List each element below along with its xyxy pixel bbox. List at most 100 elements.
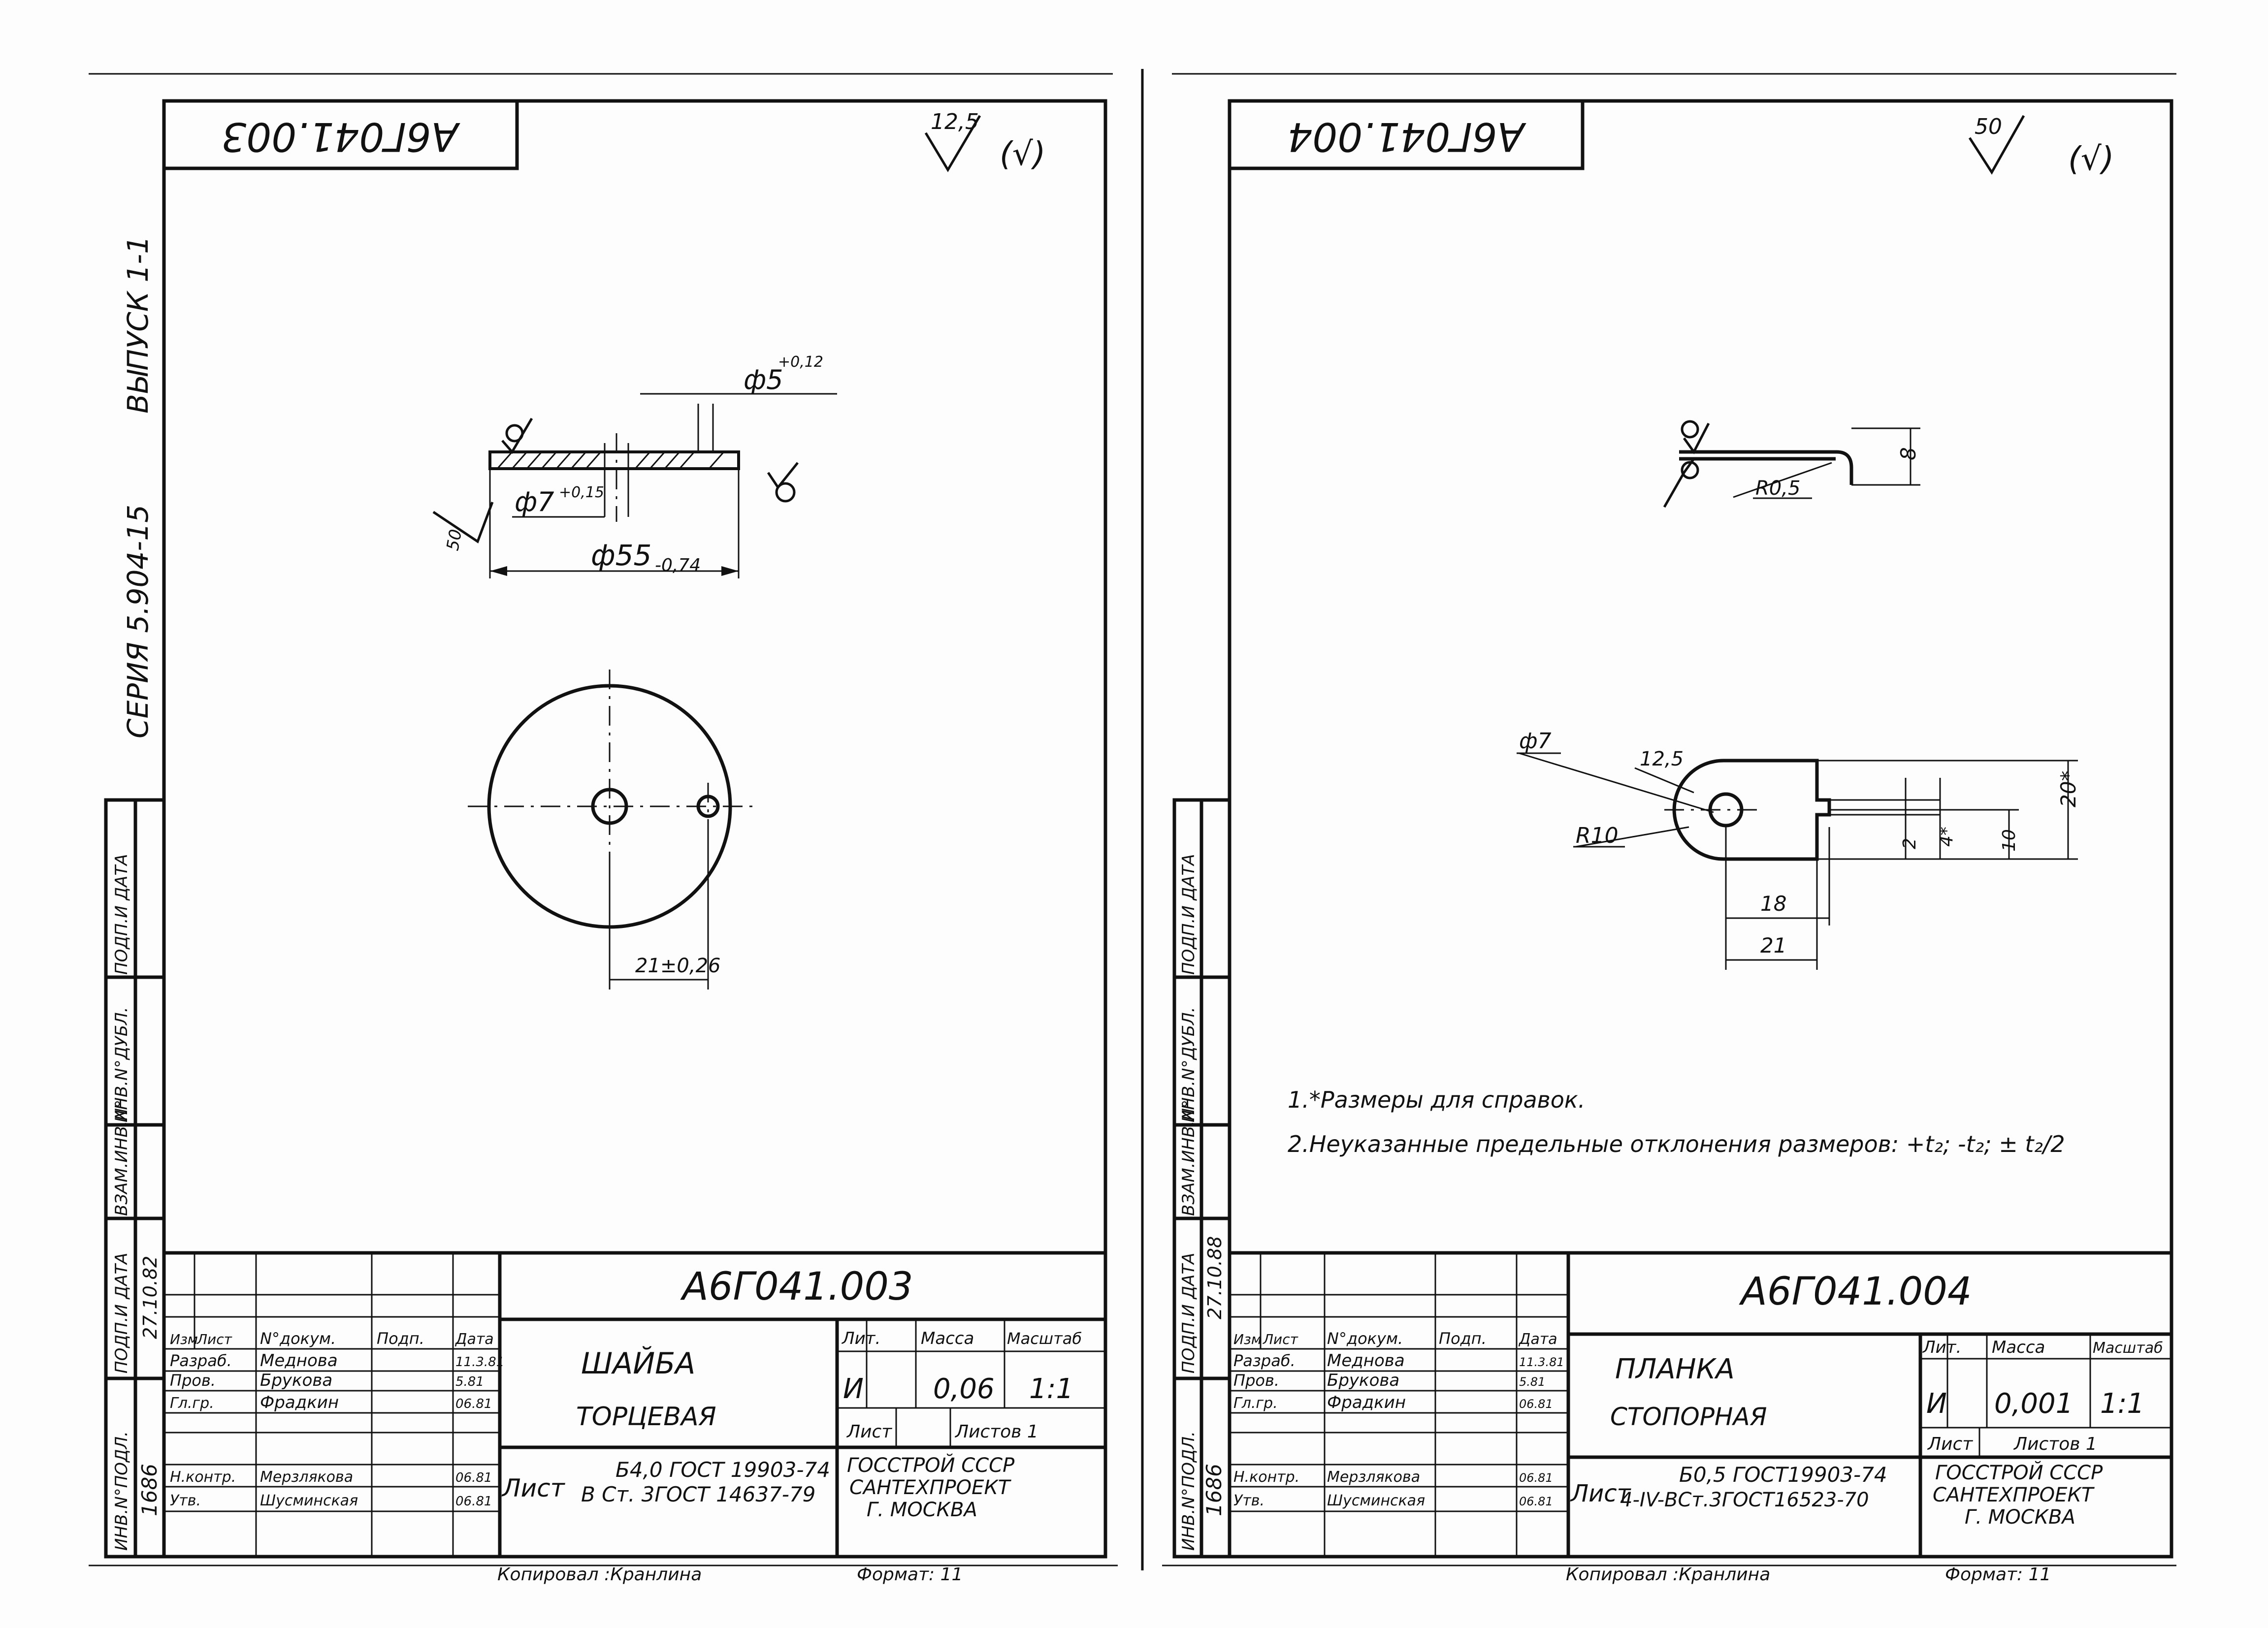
svg-text:06.81: 06.81 (1519, 1495, 1553, 1508)
left-footer-format: Формат: 11 (857, 1564, 963, 1585)
svg-text:Масштаб: Масштаб (1007, 1329, 1082, 1348)
svg-text:Лит.: Лит. (1922, 1338, 1961, 1357)
svg-text:Пров.: Пров. (170, 1371, 216, 1390)
svg-text:Дата: Дата (1518, 1331, 1557, 1348)
svg-text:06.81: 06.81 (455, 1494, 492, 1509)
right-side-stamp: ПОДП.И ДАТА ИНВ.N°ДУБЛ. ВЗАМ.ИНВ.N° ПОДП… (1172, 798, 1231, 1559)
note-1: 1.*Размеры для справок. (1288, 1086, 1585, 1113)
svg-text:1:1: 1:1 (2100, 1388, 2144, 1420)
dim-21: 21 (1760, 933, 1786, 958)
svg-text:06.81: 06.81 (455, 1397, 492, 1411)
svg-text:ПОДП.И ДАТА: ПОДП.И ДАТА (112, 1253, 131, 1373)
series-label: СЕРИЯ 5.904-15 (121, 505, 155, 738)
svg-text:Подп.: Подп. (1439, 1329, 1487, 1348)
svg-text:Б4,0 ГОСТ 19903-74: Б4,0 ГОСТ 19903-74 (616, 1458, 830, 1482)
right-roughness-value: 50 (1975, 114, 2002, 139)
right-sheet: А6Г041.004 50 (√) ПОДП.И ДАТА ИНВ.N°ДУБЛ… (1172, 99, 2173, 1585)
svg-text:11.3.81: 11.3.81 (455, 1355, 504, 1370)
left-title-block: Изм Лист N°докум. Подп. Дата Разраб. Мед… (164, 1251, 1105, 1557)
svg-text:Мерзлякова: Мерзлякова (260, 1468, 353, 1486)
svg-text:5.81: 5.81 (455, 1374, 484, 1389)
svg-text:1:1: 1:1 (1029, 1373, 1073, 1405)
dim-2: 2 (1900, 838, 1920, 849)
svg-text:Брукова: Брукова (1327, 1371, 1399, 1390)
left-side-stamp: ПОДП.И ДАТА ИНВ.N°ДУБЛ. ВЗАМ.ИНВ.N° ПОДП… (104, 798, 166, 1559)
svg-text:Шусминская: Шусминская (1327, 1492, 1425, 1509)
svg-text:ИНВ.N°ДУБЛ.: ИНВ.N°ДУБЛ. (1179, 1007, 1199, 1122)
left-roughness-sign (924, 115, 981, 172)
svg-text:ГОССТРОЙ СССР: ГОССТРОЙ СССР (1935, 1461, 2103, 1484)
right-roughness-sign (1968, 115, 2025, 175)
right-roughness-note: (√) (2068, 140, 2114, 178)
right-sign-date: 27.10.88 (1204, 1236, 1226, 1319)
svg-text:Мерзлякова: Мерзлякова (1327, 1468, 1420, 1486)
plate-side-view: 8 R0,5 (1663, 420, 1920, 508)
dim-radius: R10 (1576, 823, 1619, 848)
svg-text:4-IV-ВСт.3ГОСТ16523-70: 4-IV-ВСт.3ГОСТ16523-70 (1620, 1489, 1869, 1511)
svg-text:Лист: Лист (1263, 1331, 1298, 1347)
svg-text:И: И (843, 1373, 864, 1405)
dim-center-hole-tol: +0,15 (559, 484, 604, 501)
right-title-block: Изм Лист N°докум. Подп. Дата Разраб. Мед… (1230, 1251, 2171, 1557)
svg-text:5.81: 5.81 (1519, 1375, 1545, 1389)
svg-text:Гл.гр.: Гл.гр. (1233, 1395, 1278, 1412)
svg-text:Листов 1: Листов 1 (2013, 1434, 2097, 1454)
svg-text:06.81: 06.81 (1519, 1397, 1553, 1411)
right-doc-code: А6Г041.004 (1739, 1270, 1972, 1314)
dim-outer: ф55 (591, 539, 651, 572)
note-2: 2.Неуказанные предельные отклонения разм… (1288, 1131, 2065, 1157)
washer-side-view: ф55 -0,74 ф7 +0,15 ф5 +0,12 50 (432, 353, 837, 578)
dim-surface-rough: 50 (443, 528, 466, 552)
right-top-code: А6Г041.004 (1287, 114, 1526, 160)
svg-text:Меднова: Меднова (1327, 1351, 1405, 1371)
svg-text:ПОДП.И ДАТА: ПОДП.И ДАТА (1179, 854, 1199, 975)
svg-text:ГОССТРОЙ СССР: ГОССТРОЙ СССР (847, 1453, 1015, 1477)
svg-text:Масса: Масса (1992, 1338, 2045, 1357)
dim-4: 4* (1937, 827, 1957, 847)
dim-hole: ф7 (1519, 729, 1552, 754)
svg-text:В Ст. 3ГОСТ 14637-79: В Ст. 3ГОСТ 14637-79 (581, 1482, 815, 1506)
svg-text:Утв.: Утв. (170, 1492, 201, 1509)
svg-text:Изм: Изм (170, 1331, 198, 1347)
svg-text:Лист: Лист (1927, 1434, 1973, 1454)
svg-text:Лист: Лист (1570, 1480, 1632, 1507)
svg-text:06.81: 06.81 (1519, 1471, 1553, 1485)
svg-text:Гл.гр.: Гл.гр. (170, 1395, 214, 1412)
left-sign-date: 27.10.82 (139, 1256, 161, 1339)
svg-text:Лит.: Лит. (841, 1329, 880, 1348)
left-inv-number: 1686 (137, 1464, 162, 1516)
right-part-name-1: ПЛАНКА (1615, 1353, 1735, 1385)
svg-text:Фрадкин: Фрадкин (260, 1393, 339, 1412)
left-roughness-note: (√) (1000, 135, 1046, 173)
left-sheet: А6Г041.003 12,5 (√) СЕРИЯ 5.904-15 ВЫПУС… (104, 99, 1107, 1585)
svg-text:Г. МОСКВА: Г. МОСКВА (867, 1499, 977, 1521)
dim-18: 18 (1760, 892, 1786, 916)
svg-text:Подп.: Подп. (377, 1329, 424, 1348)
svg-text:Лист: Лист (196, 1331, 232, 1347)
svg-text:Листов 1: Листов 1 (954, 1422, 1038, 1442)
svg-text:06.81: 06.81 (455, 1470, 492, 1485)
svg-text:N°докум.: N°докум. (1327, 1329, 1403, 1348)
svg-text:Дата: Дата (454, 1331, 494, 1348)
dim-10: 10 (1999, 829, 2019, 852)
svg-text:Изм: Изм (1233, 1331, 1262, 1347)
dim-offset: 21±0,26 (635, 955, 720, 977)
dim-bend-radius: R0,5 (1755, 477, 1800, 500)
issue-label: ВЫПУСК 1-1 (121, 236, 155, 414)
svg-text:Г. МОСКВА: Г. МОСКВА (1965, 1506, 2075, 1529)
svg-text:Лист: Лист (846, 1422, 892, 1442)
svg-text:Разраб.: Разраб. (1233, 1351, 1296, 1370)
svg-text:Масса: Масса (921, 1329, 974, 1348)
svg-text:Утв.: Утв. (1233, 1492, 1264, 1509)
svg-text:Фрадкин: Фрадкин (1327, 1393, 1406, 1412)
svg-text:ИНВ.N°ПОДЛ.: ИНВ.N°ПОДЛ. (1179, 1431, 1199, 1551)
svg-text:Н.контр.: Н.контр. (170, 1468, 236, 1486)
svg-text:ВЗАМ.ИНВ.N°: ВЗАМ.ИНВ.N° (1179, 1100, 1199, 1216)
svg-text:Н.контр.: Н.контр. (1233, 1468, 1299, 1486)
left-top-code: А6Г041.003 (221, 114, 460, 160)
dim-outer-tol: -0,74 (655, 555, 701, 575)
svg-text:И: И (1926, 1388, 1947, 1420)
svg-text:САНТЕХПРОЕКТ: САНТЕХПРОЕКТ (1933, 1484, 2095, 1506)
